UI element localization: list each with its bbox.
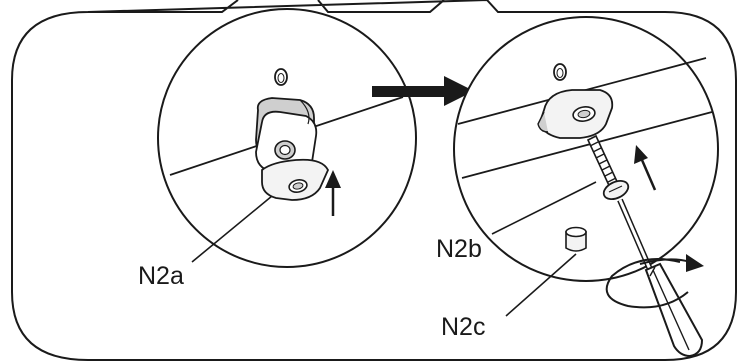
n2a-leader-line bbox=[191, 195, 273, 263]
left-detail-view bbox=[157, 8, 417, 268]
rotate-icon bbox=[605, 254, 704, 309]
right-detail-circle bbox=[453, 16, 719, 282]
n2c-cap-part bbox=[565, 226, 587, 252]
right-arrow-icon bbox=[372, 76, 474, 106]
mounted-bracket-part bbox=[537, 89, 614, 139]
n2b-screw-part bbox=[586, 134, 630, 200]
right-surface-line-lower bbox=[461, 111, 713, 179]
outer-panel-outline bbox=[11, 0, 737, 361]
up-arrow-icon bbox=[325, 170, 341, 216]
n2c-label: N2c bbox=[441, 313, 485, 341]
right-detail-view bbox=[453, 16, 719, 317]
n2b-leader-line bbox=[491, 181, 597, 235]
n2a-label: N2a bbox=[138, 262, 184, 290]
n2c-leader-line bbox=[505, 253, 577, 317]
n2a-bracket-part bbox=[255, 97, 329, 201]
n2b-label: N2b bbox=[436, 235, 482, 263]
up-arrow-icon-right bbox=[634, 145, 657, 191]
